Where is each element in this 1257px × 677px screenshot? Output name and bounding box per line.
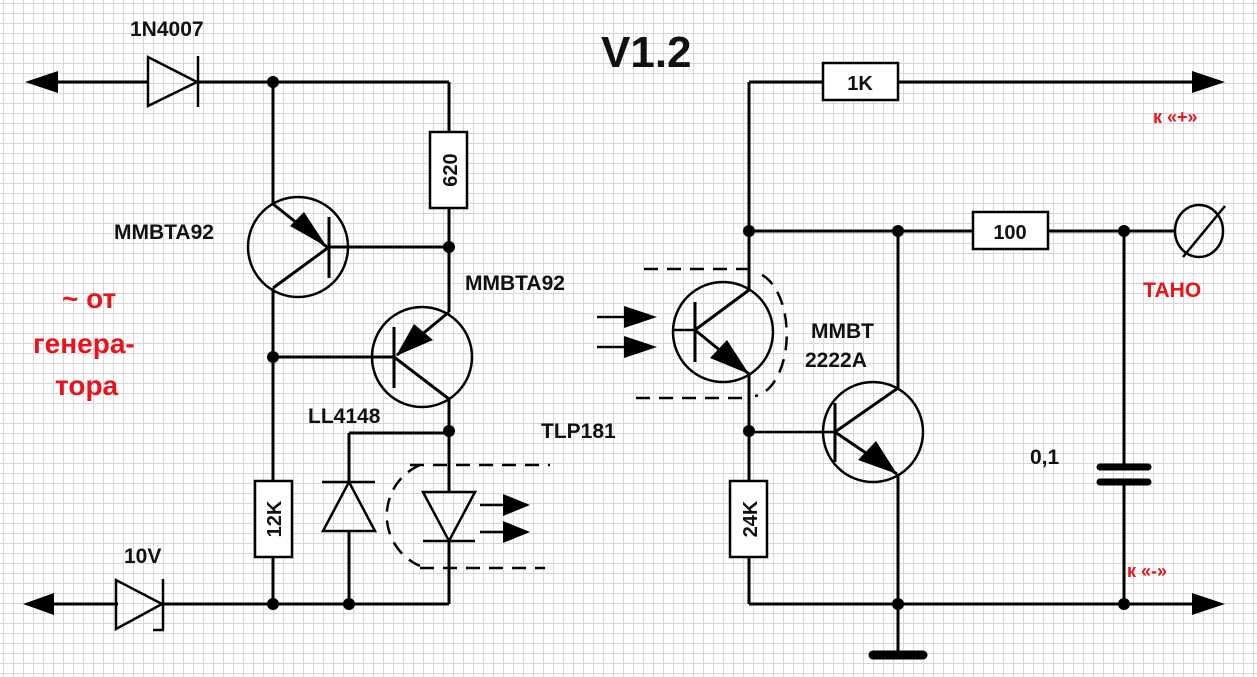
label-12k: 12K <box>264 500 286 537</box>
label-10v: 10V <box>124 545 161 568</box>
label-cap: 0,1 <box>1030 446 1060 469</box>
resistor-620: 620 <box>428 130 469 246</box>
top-left-rail <box>25 71 451 132</box>
resistor-24k: 24K <box>728 479 769 604</box>
emitter-arrow-icon <box>396 324 433 356</box>
emitter-arrow-icon <box>710 340 749 374</box>
label-q2: MMBTA92 <box>465 272 565 295</box>
capacitor-0-1 <box>1096 231 1152 604</box>
light-arrow-icon <box>503 494 530 516</box>
output-arrow-minus-icon <box>1192 593 1225 615</box>
zener-10v <box>114 577 165 632</box>
transistor-q2 <box>273 247 474 431</box>
junction <box>267 598 279 610</box>
label-q3-line1: MMBT <box>811 320 874 343</box>
label-taho: ТАНО <box>1143 279 1201 302</box>
label-tlp181: TLP181 <box>541 420 616 443</box>
diode-ll4148 <box>320 431 449 604</box>
label-100: 100 <box>993 222 1026 244</box>
opto-phototransistor <box>597 231 788 481</box>
junction <box>343 598 355 610</box>
taho-rail <box>749 203 1226 259</box>
label-620: 620 <box>440 153 462 186</box>
emitter-arrow-icon <box>858 441 897 474</box>
minus-rail <box>749 593 1225 615</box>
label-q1: MMBTA92 <box>114 221 214 244</box>
light-arrow-icon <box>624 306 657 328</box>
label-ll4148: LL4148 <box>308 405 381 428</box>
label-plus: к «+» <box>1153 107 1198 127</box>
taho-terminal-icon <box>1173 203 1225 259</box>
version-title: V1.2 <box>601 28 692 77</box>
label-1k: 1K <box>847 73 873 95</box>
light-arrow-icon <box>624 336 657 358</box>
plus-rail <box>747 61 1225 231</box>
opto-led <box>385 431 550 604</box>
emitter-arrow-icon <box>290 212 327 247</box>
output-arrow-plus-icon <box>1192 71 1225 93</box>
transistor-q1 <box>246 82 449 480</box>
light-arrow-icon <box>503 521 530 543</box>
resistor-12k: 12K <box>253 479 294 604</box>
label-1n4007: 1N4007 <box>130 18 204 41</box>
label-q3-line2: 2222A <box>805 349 867 372</box>
input-arrow-top-icon <box>25 71 58 93</box>
input-arrow-bottom-icon <box>23 593 54 615</box>
label-minus: к «-» <box>1127 561 1167 581</box>
junction <box>892 598 904 610</box>
label-24k: 24K <box>740 500 762 537</box>
diode-1n4007 <box>146 54 200 109</box>
junction <box>267 351 279 363</box>
label-generator-3: тора <box>55 370 119 401</box>
label-generator-2: генера- <box>33 328 135 359</box>
transistor-q3 <box>749 231 925 655</box>
junction <box>1118 598 1130 610</box>
bottom-left-rail <box>23 593 449 615</box>
label-generator-1: ~ от <box>62 283 116 314</box>
